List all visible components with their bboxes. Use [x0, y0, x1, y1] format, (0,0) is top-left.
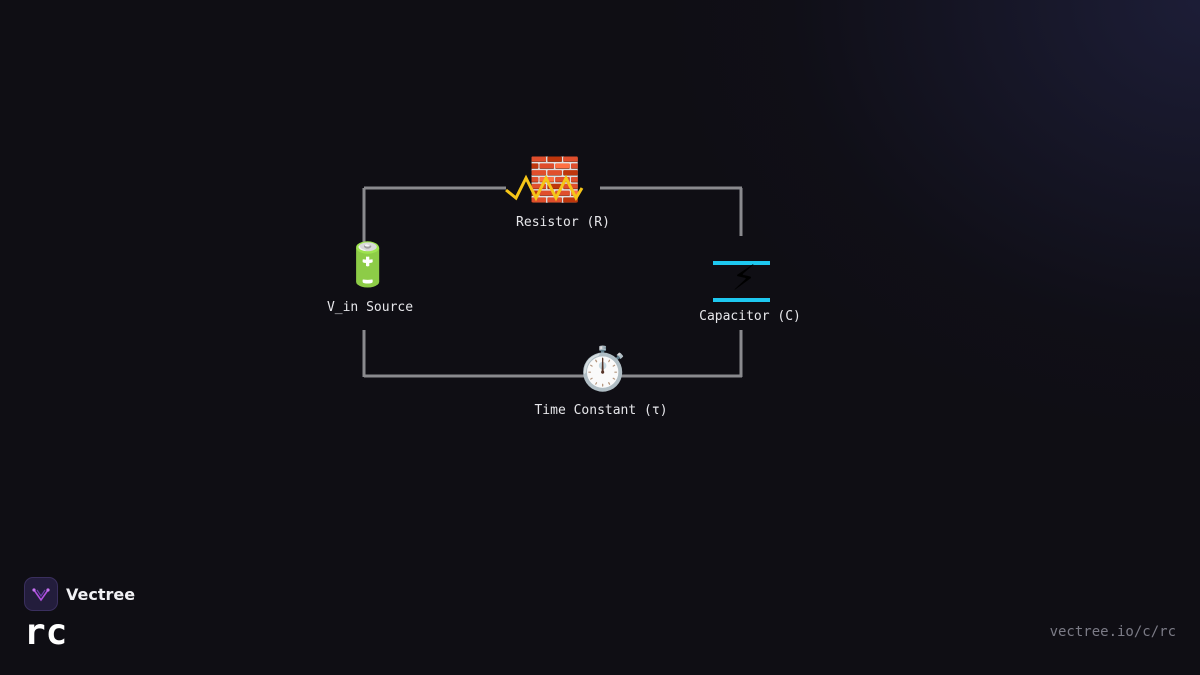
capacitor-plates-icon	[713, 261, 770, 302]
brand-name: Vectree	[66, 584, 136, 604]
time-constant-label: Time Constant (τ)	[534, 403, 668, 418]
lightning-icon: ⚡	[731, 254, 757, 300]
page-url[interactable]: vectree.io/c/rc	[1049, 624, 1176, 640]
battery-icon: 🔋	[341, 240, 395, 289]
source-label: V_in Source	[326, 300, 414, 315]
brand[interactable]: Vectree	[24, 577, 135, 611]
stopwatch-icon: ⏱️	[576, 344, 630, 393]
capacitor-label: Capacitor (C)	[699, 309, 801, 324]
vectree-logo-icon	[24, 577, 58, 611]
resistor-label: Resistor (R)	[516, 215, 610, 230]
resistor-zigzag-icon	[505, 174, 584, 202]
page-slug: rc	[24, 612, 68, 653]
